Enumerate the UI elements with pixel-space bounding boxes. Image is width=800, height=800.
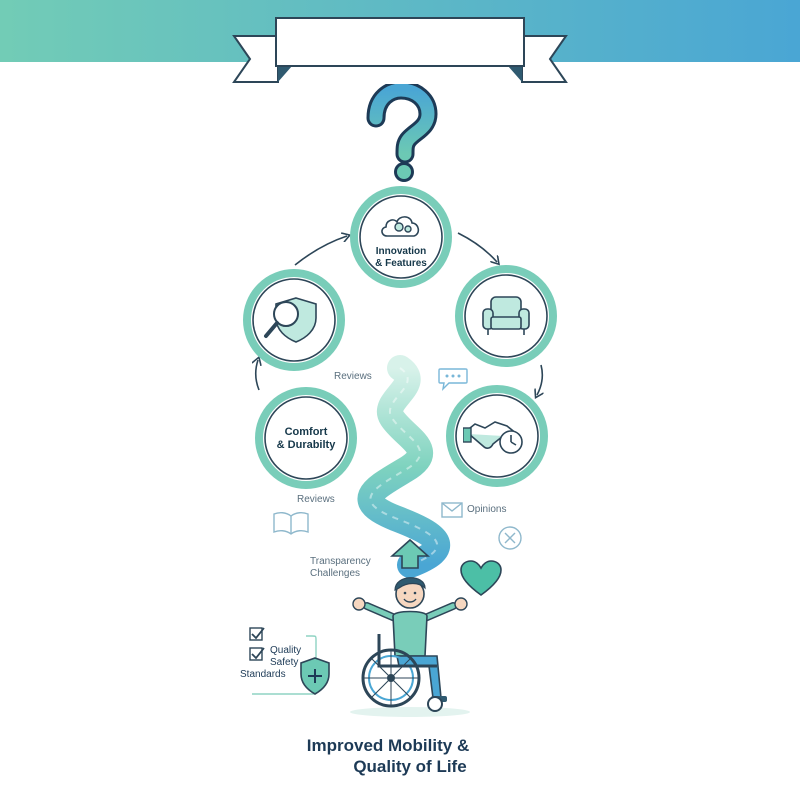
transparency-line2: Challenges (310, 568, 361, 579)
quality-label: Quality (270, 645, 302, 656)
heart-icon (460, 560, 502, 596)
question-mark-icon (366, 84, 438, 182)
cloud-gears-icon (381, 216, 420, 237)
transparency-line1: Transparency (310, 556, 371, 567)
magnifier-shield-icon (264, 297, 317, 343)
title-line-1: Improved Mobility & (306, 736, 470, 755)
header-banner (0, 0, 800, 83)
node-comfort-line2: & Durabilty (276, 439, 336, 451)
armchair-icon (482, 296, 530, 335)
safety-label: Safety (270, 657, 299, 668)
node-comfort-circle (255, 387, 357, 489)
book-icon (273, 511, 309, 535)
up-arrow-icon (390, 538, 430, 569)
reviews-top-label: Reviews (334, 371, 372, 382)
opinions-label: Opinions (467, 504, 507, 515)
node-comfort-line1: Comfort (284, 426, 328, 438)
envelope-check-icon (441, 502, 463, 518)
node-innovation-label: Innovation & Features (361, 246, 441, 270)
standards-label: Standards (240, 669, 286, 680)
x-circle-icon (498, 526, 522, 550)
speech-bubble-icon (438, 368, 468, 392)
person-wheelchair-illustration (350, 577, 470, 717)
transparency-label: Transparency Challenges (310, 556, 371, 580)
node-comfort-label: Comfort & Durabilty (266, 426, 346, 452)
reviews-left-label: Reviews (297, 494, 335, 505)
title-line-2: Quality of Life (353, 757, 467, 776)
handshake-clock-icon (463, 421, 523, 454)
shield-plus-icon (300, 657, 330, 695)
node-innovation-line1: Innovation (375, 246, 427, 257)
node-innovation-circle (350, 186, 452, 288)
node-innovation-line2: & Features (375, 258, 427, 269)
